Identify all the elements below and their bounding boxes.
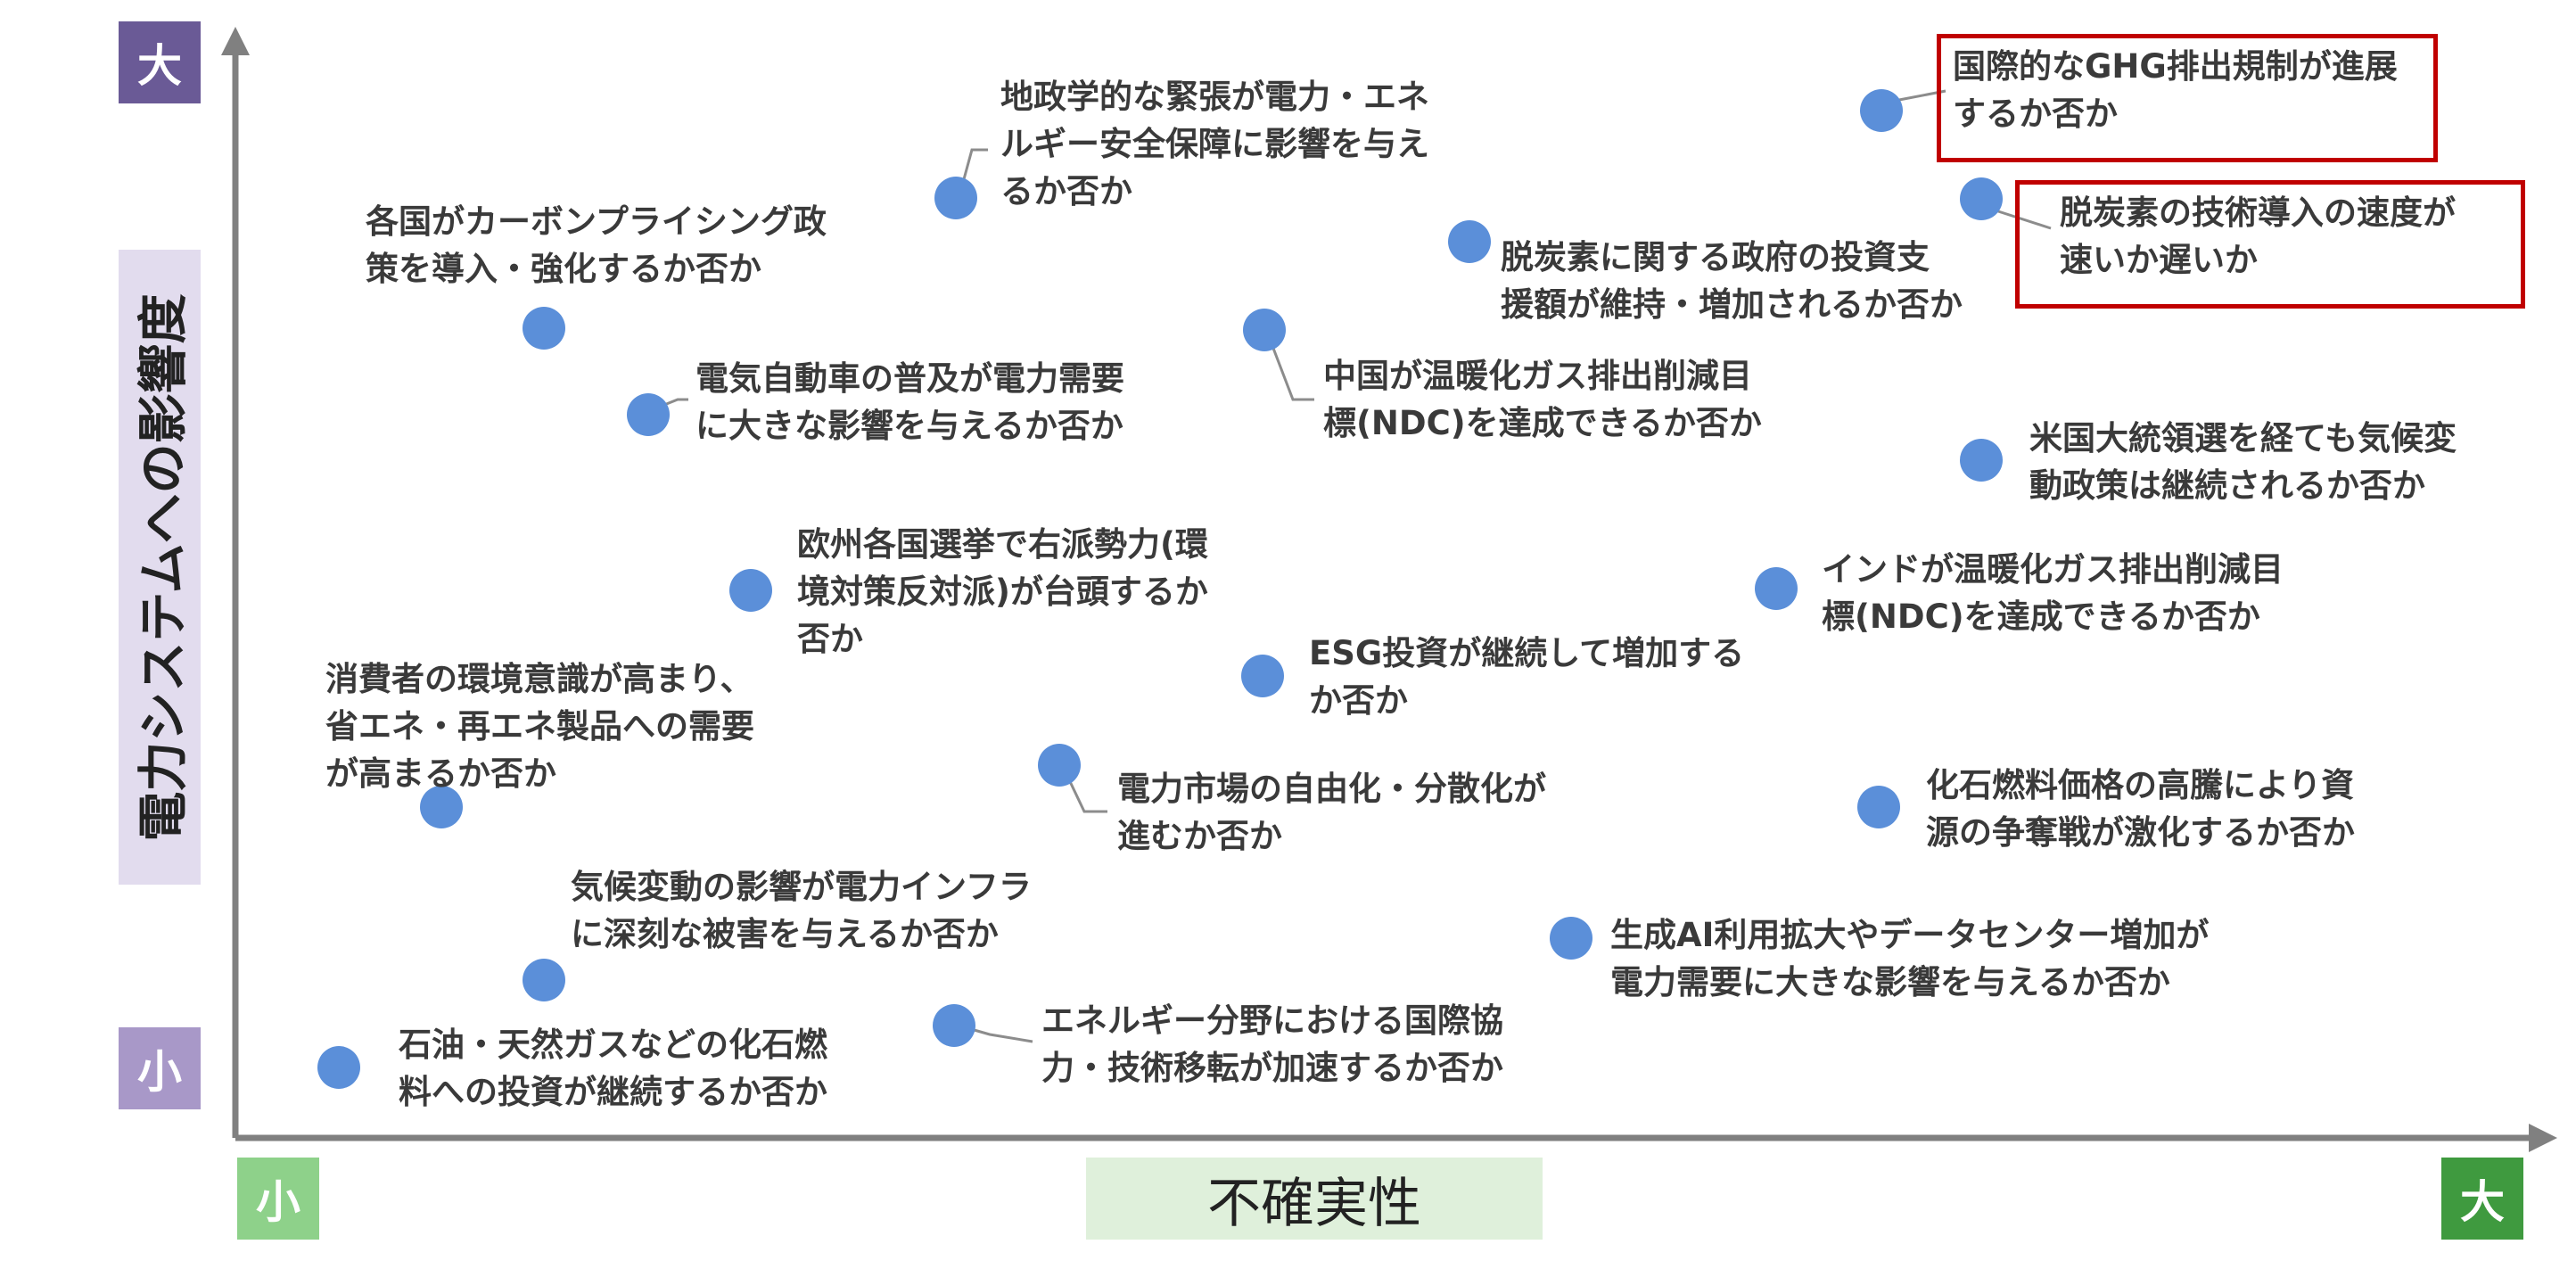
point-label: 地政学的な緊張が電力・エネルギー安全保障に影響を与えるか否か: [1000, 73, 1429, 215]
leader-line: [1065, 773, 1107, 813]
point-label-line: 標(NDC)を達成できるか否か: [1822, 597, 2260, 636]
x-axis-title: 不確実性: [1086, 1158, 1543, 1240]
point-label: 国際的なGHG排出規制が進展するか否か: [1953, 43, 2398, 137]
scatter-point: [523, 959, 565, 1001]
y-axis-title: 電力システムへの影響度: [119, 250, 201, 885]
x-axis-low-label: 小: [237, 1158, 319, 1240]
scatter-point: [1960, 177, 2003, 220]
scatter-point: [1860, 89, 1903, 132]
y-axis-high-label: 大: [119, 21, 201, 103]
scatter-point: [1241, 655, 1284, 697]
point-label-line: 化石燃料価格の高騰により資: [1926, 766, 2355, 804]
leader-line: [959, 148, 988, 190]
scatter-point: [1550, 917, 1593, 960]
y-axis-low-label: 小: [119, 1027, 201, 1109]
point-label-line: 石油・天然ガスなどの化石燃: [399, 1026, 827, 1064]
point-label-line: 動政策は継続されるか否か: [2029, 466, 2425, 505]
point-label-line: 気候変動の影響が電力インフラ: [571, 868, 1032, 906]
scatter-point: [1448, 220, 1491, 263]
x-axis-high-label: 大: [2441, 1158, 2523, 1240]
point-label-line: 米国大統領選を経ても気候変: [2029, 419, 2457, 457]
scatter-point: [729, 569, 772, 612]
point-label-line: 脱炭素の技術導入の速度が: [2060, 194, 2456, 232]
point-label-line: 力・技術移転が加速するか否か: [1041, 1049, 1503, 1087]
point-label: エネルギー分野における国際協力・技術移転が加速するか否か: [1041, 997, 1503, 1092]
point-label: 米国大統領選を経ても気候変動政策は継続されるか否か: [2029, 415, 2457, 509]
point-label-line: 消費者の環境意識が高まり、: [325, 660, 753, 698]
scatter-point: [933, 1004, 975, 1047]
point-label-line: するか否か: [1953, 95, 2118, 133]
point-label-line: 電力市場の自由化・分散化が: [1117, 770, 1546, 808]
point-label: 脱炭素に関する政府の投資支援額が維持・増加されるか否か: [1501, 234, 1963, 328]
point-label-line: 国際的なGHG排出規制が進展: [1953, 47, 2398, 86]
y-axis-arrowhead: [221, 27, 250, 55]
point-label-line: るか否か: [1000, 172, 1132, 210]
point-label: インドが温暖化ガス排出削減目標(NDC)を達成できるか否か: [1822, 546, 2284, 640]
scatter-point: [420, 786, 463, 828]
scatter-point: [317, 1046, 360, 1089]
point-label: 石油・天然ガスなどの化石燃料への投資が継続するか否か: [399, 1021, 827, 1116]
x-axis-arrowhead: [2529, 1124, 2557, 1152]
point-label-line: 料への投資が継続するか否か: [399, 1073, 827, 1111]
data-points: [317, 89, 2003, 1089]
point-label-line: 否か: [797, 620, 863, 658]
point-label-line: 地政学的な緊張が電力・エネ: [1000, 78, 1429, 116]
point-label: 中国が温暖化ガス排出削減目標(NDC)を達成できるか否か: [1323, 352, 1762, 447]
point-label-line: 速いか遅いか: [2060, 241, 2258, 279]
point-label-line: 策を導入・強化するか否か: [366, 250, 761, 288]
point-label: 気候変動の影響が電力インフラに深刻な被害を与えるか否か: [571, 863, 1032, 958]
point-label-line: に深刻な被害を与えるか否か: [571, 915, 999, 953]
point-label: 電気自動車の普及が電力需要に大きな影響を与えるか否か: [695, 355, 1124, 449]
point-label: 電力市場の自由化・分散化が進むか否か: [1117, 765, 1546, 860]
highlight-box-ghg-regulation: [1937, 34, 2438, 162]
point-label: 欧州各国選挙で右派勢力(環境対策反対派)が台頭するか否か: [797, 521, 1208, 663]
point-label-line: ルギー安全保障に影響を与え: [1000, 125, 1429, 163]
scatter-point: [1857, 786, 1900, 828]
scatter-point: [1038, 744, 1081, 787]
point-label: 各国がカーボンプライシング政策を導入・強化するか否か: [366, 198, 827, 293]
scatter-point: [627, 393, 670, 436]
point-label-line: 欧州各国選挙で右派勢力(環: [797, 525, 1208, 564]
point-label-line: エネルギー分野における国際協: [1041, 1001, 1503, 1040]
point-label-line: が高まるか否か: [325, 754, 556, 793]
point-label-line: 脱炭素に関する政府の投資支: [1501, 238, 1930, 276]
point-label-line: 生成AI利用拡大やデータセンター増加が: [1610, 916, 2210, 954]
point-label: 消費者の環境意識が高まり、省エネ・再エネ製品への需要が高まるか否か: [325, 655, 754, 797]
point-label-line: に大きな影響を与えるか否か: [695, 407, 1123, 445]
leader-line: [1995, 209, 2052, 230]
point-label: 化石燃料価格の高騰により資源の争奪戦が激化するか否か: [1926, 762, 2355, 856]
leader-line: [1268, 338, 1314, 401]
scatter-point: [1243, 309, 1286, 351]
y-axis-title-text: 電力システムへの影響度: [135, 293, 193, 842]
point-label-line: 境対策反対派)が台頭するか: [797, 573, 1208, 611]
point-label-line: 進むか否か: [1117, 817, 1282, 855]
point-label-line: 中国が温暖化ガス排出削減目: [1323, 357, 1752, 395]
point-label-line: ESG投資が継続して増加する: [1309, 634, 1745, 672]
scatter-point: [523, 307, 565, 350]
scatter-point: [1960, 439, 2003, 482]
point-label-line: 電力需要に大きな影響を与えるか否か: [1610, 963, 2170, 1001]
point-label-line: インドが温暖化ガス排出削減目: [1822, 550, 2284, 589]
point-label-line: 省エネ・再エネ製品への需要: [325, 707, 754, 746]
highlight-box-tech-adoption: [2015, 180, 2525, 309]
point-label-line: 源の争奪戦が激化するか否か: [1926, 813, 2355, 852]
point-label: 生成AI利用拡大やデータセンター増加が電力需要に大きな影響を与えるか否か: [1610, 911, 2209, 1006]
point-label: 脱炭素の技術導入の速度が速いか遅いか: [2060, 189, 2456, 284]
point-label-line: 電気自動車の普及が電力需要: [695, 359, 1124, 398]
point-label-line: か否か: [1309, 681, 1408, 720]
scatter-point: [1755, 567, 1798, 610]
point-label-line: 標(NDC)を達成できるか否か: [1323, 404, 1762, 442]
point-label: ESG投資が継続して増加するか否か: [1309, 630, 1744, 724]
point-label-line: 援額が維持・増加されるか否か: [1501, 285, 1963, 324]
point-label-line: 各国がカーボンプライシング政: [366, 202, 827, 241]
scatter-point: [934, 177, 977, 219]
